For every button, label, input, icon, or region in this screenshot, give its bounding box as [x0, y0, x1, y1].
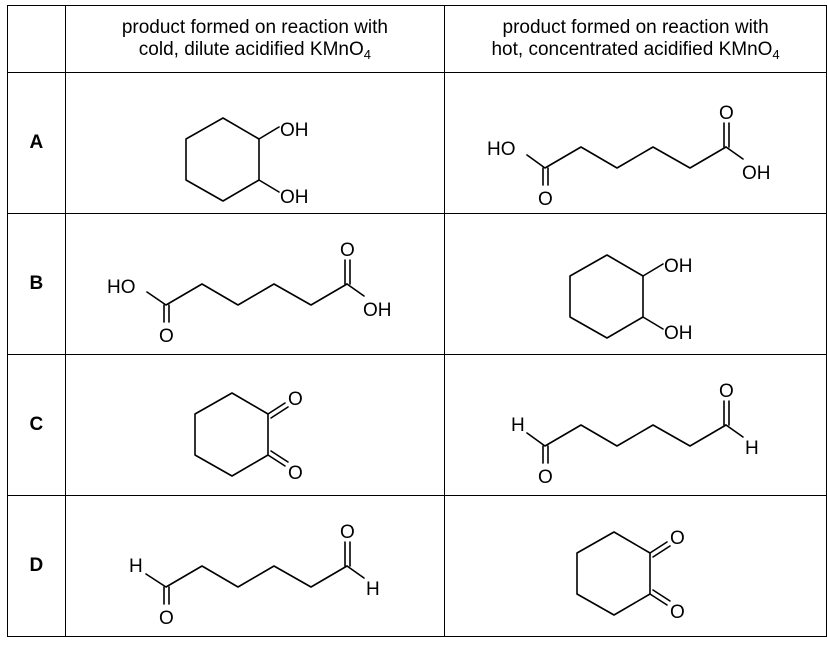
atom-o: O: [288, 389, 303, 410]
header-cold-dilute: product formed on reaction with cold, di…: [64, 5, 446, 73]
cell-a-hot: HO O O OH: [444, 72, 827, 214]
atom-h: H: [129, 556, 143, 577]
header-hot-line2: hot, concentrated acidified KMnO: [491, 39, 773, 60]
atom-o: O: [719, 103, 734, 124]
header-row: product formed on reaction with cold, di…: [7, 5, 827, 73]
subscript-4: 4: [772, 47, 780, 62]
row-b: B HO O O OH OH OH: [7, 213, 827, 355]
atom-o: O: [159, 326, 174, 347]
atom-o: O: [340, 522, 355, 543]
row-label-d: D: [7, 495, 66, 637]
row-c: C O O H O O H: [7, 354, 827, 496]
subscript-4: 4: [363, 47, 371, 62]
row-label-b: B: [7, 213, 66, 355]
cell-a-cold: OH OH: [64, 72, 446, 214]
cell-b-cold: HO O O OH: [64, 213, 446, 355]
cell-b-hot: OH OH: [444, 213, 827, 355]
row-d: D H O O H O O: [7, 495, 827, 637]
cyclohexane-dione-structure: O O: [193, 389, 303, 484]
options-table: product formed on reaction with cold, di…: [7, 5, 827, 637]
cell-d-hot: O O: [444, 495, 827, 637]
header-hot-line1: product formed on reaction with: [502, 17, 769, 38]
atom-oh: OH: [280, 120, 309, 141]
atom-o: O: [538, 189, 553, 210]
atom-oh: OH: [363, 300, 392, 321]
atom-o: O: [670, 602, 685, 623]
atom-o: O: [538, 467, 553, 488]
corner-cell: [7, 5, 66, 73]
atom-o: O: [719, 381, 734, 402]
atom-o: O: [159, 608, 174, 629]
cell-c-cold: O O: [64, 354, 446, 496]
atom-ho: HO: [107, 277, 136, 298]
atom-ho: HO: [487, 139, 516, 160]
cell-d-cold: H O O H: [64, 495, 446, 637]
atom-h: H: [745, 438, 759, 459]
atom-o: O: [340, 240, 355, 261]
atom-oh: OH: [742, 163, 771, 184]
atom-oh: OH: [280, 187, 309, 208]
cyclohexane-diol-structure: OH OH: [184, 117, 309, 208]
atom-o: O: [670, 528, 685, 549]
cyclohexane-diol-structure: OH OH: [569, 254, 693, 344]
cyclohexane-dione-structure: O O: [576, 528, 685, 623]
header-hot-concentrated: product formed on reaction with hot, con…: [444, 5, 827, 73]
cell-c-hot: H O O H: [444, 354, 827, 496]
header-cold-line2: cold, dilute acidified KMnO: [138, 39, 364, 60]
hexanedial-structure: H O O H: [129, 522, 380, 629]
atom-oh: OH: [664, 323, 693, 344]
atom-h: H: [366, 579, 380, 600]
row-label-a: A: [7, 72, 66, 214]
atom-h: H: [511, 415, 525, 436]
atom-oh: OH: [664, 256, 693, 277]
hexanedial-structure: H O O H: [511, 381, 759, 488]
atom-o: O: [288, 463, 303, 484]
row-a: A OH OH HO O O OH: [7, 72, 827, 214]
hexanedioic-acid-structure: HO O O OH: [107, 240, 392, 347]
hexanedioic-acid-structure: HO O O OH: [487, 103, 771, 210]
row-label-c: C: [7, 354, 66, 496]
header-cold-line1: product formed on reaction with: [121, 17, 388, 38]
